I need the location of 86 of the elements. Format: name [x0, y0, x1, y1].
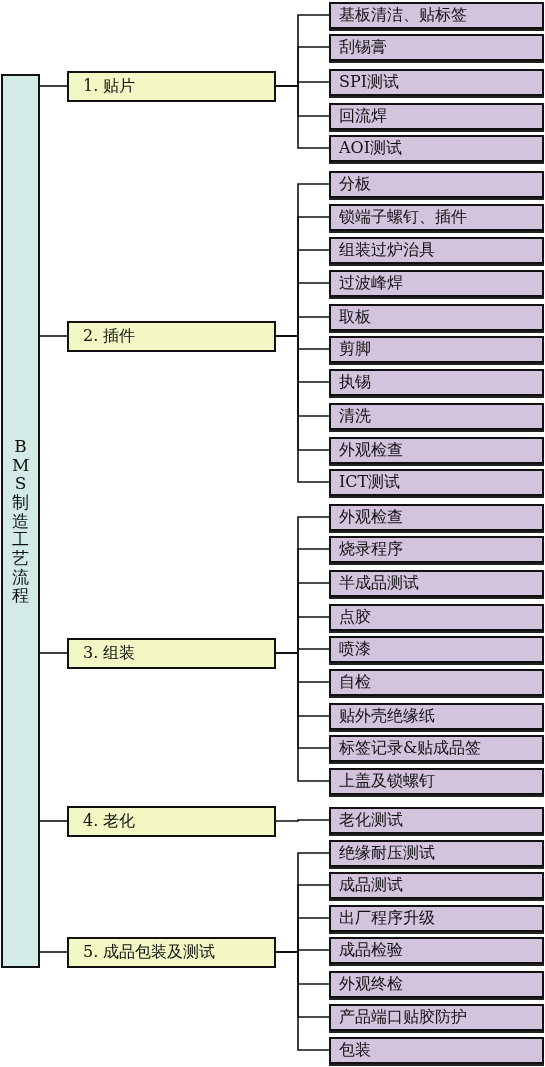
connector-line: [275, 951, 330, 1051]
step-label: 半成品测试: [339, 573, 419, 593]
step-box: [329, 33, 544, 61]
step-box: [329, 668, 544, 696]
step-box: [329, 970, 544, 998]
step-box: [329, 871, 544, 899]
connector-line: [39, 652, 68, 654]
step-label: 取板: [339, 307, 371, 327]
step-label: 贴外壳绝缘纸: [339, 706, 435, 726]
step-box: [329, 335, 544, 363]
step-label: 锁端子螺钉、插件: [339, 207, 467, 227]
step-label: 喷漆: [339, 639, 371, 659]
step-label: 产品端口贴胶防护: [339, 1007, 467, 1027]
step-label: 成品检验: [339, 940, 403, 960]
step-box: [329, 203, 544, 231]
stage-label: 1. 贴片: [83, 76, 136, 96]
stage-label: 4. 老化: [83, 811, 136, 831]
step-box: [329, 535, 544, 563]
stage-label: 2. 插件: [83, 326, 136, 346]
title-text: BMS 制造工艺流程: [12, 436, 29, 606]
stage-box: [67, 805, 276, 837]
stage-label: 5. 成品包装及测试: [83, 942, 216, 962]
step-label: 成品测试: [339, 875, 403, 895]
connector-line: [39, 335, 68, 337]
step-label: 剪脚: [339, 339, 371, 359]
step-label: 绝缘耐压测试: [339, 843, 435, 863]
connector-line: [275, 819, 330, 822]
step-label: 老化测试: [339, 810, 403, 830]
step-label: 外观检查: [339, 507, 403, 527]
step-box: [329, 303, 544, 331]
step-label: 出厂程序升级: [339, 908, 435, 928]
step-label: 上盖及锁螺钉: [339, 771, 435, 791]
step-box: [329, 134, 544, 162]
step-box: [329, 468, 544, 496]
step-label: 标签记录&贴成品签: [339, 738, 482, 758]
step-label: 点胶: [339, 607, 371, 627]
step-label: SPI测试: [339, 72, 400, 92]
step-box: [329, 936, 544, 964]
step-box: [329, 702, 544, 730]
stage-box: [67, 936, 276, 968]
step-box: [329, 1036, 544, 1064]
step-box: [329, 368, 544, 396]
step-label: 外观检查: [339, 440, 403, 460]
step-label: 执锡: [339, 372, 371, 392]
connector-line: [275, 335, 330, 483]
step-box: [329, 767, 544, 795]
step-label: 包装: [339, 1040, 371, 1060]
step-box: [329, 68, 544, 96]
step-box: [329, 170, 544, 198]
stage-label: 3. 组装: [83, 643, 136, 663]
title-bar: [1, 74, 40, 968]
step-label: 组装过炉治具: [339, 240, 435, 260]
step-box: [329, 503, 544, 531]
step-label: ICT测试: [339, 472, 401, 492]
stage-box: [67, 637, 276, 669]
connector-line: [39, 820, 68, 822]
step-box: [329, 1, 544, 29]
step-label: 刮锡膏: [339, 37, 387, 57]
step-label: 烧录程序: [339, 539, 403, 559]
stage-box: [67, 320, 276, 352]
step-box: [329, 1003, 544, 1031]
step-box: [329, 102, 544, 130]
step-box: [329, 569, 544, 597]
step-box: [329, 236, 544, 264]
step-label: 清洗: [339, 406, 371, 426]
step-box: [329, 603, 544, 631]
step-box: [329, 436, 544, 464]
step-box: [329, 635, 544, 663]
step-label: 过波峰焊: [339, 273, 403, 293]
step-label: 基板清洁、贴标签: [339, 5, 467, 25]
step-box: [329, 904, 544, 932]
connector-line: [39, 951, 68, 953]
step-box: [329, 402, 544, 430]
connector-line: [39, 85, 68, 87]
step-label: 外观终检: [339, 974, 403, 994]
connector-line: [275, 85, 330, 149]
step-label: 分板: [339, 174, 371, 194]
step-box: [329, 734, 544, 762]
step-box: [329, 806, 544, 834]
step-label: 自检: [339, 672, 371, 692]
connector-line: [275, 652, 330, 782]
stage-box: [67, 70, 276, 102]
step-box: [329, 269, 544, 297]
step-box: [329, 839, 544, 867]
step-label: AOI测试: [339, 138, 402, 158]
step-label: 回流焊: [339, 106, 387, 126]
